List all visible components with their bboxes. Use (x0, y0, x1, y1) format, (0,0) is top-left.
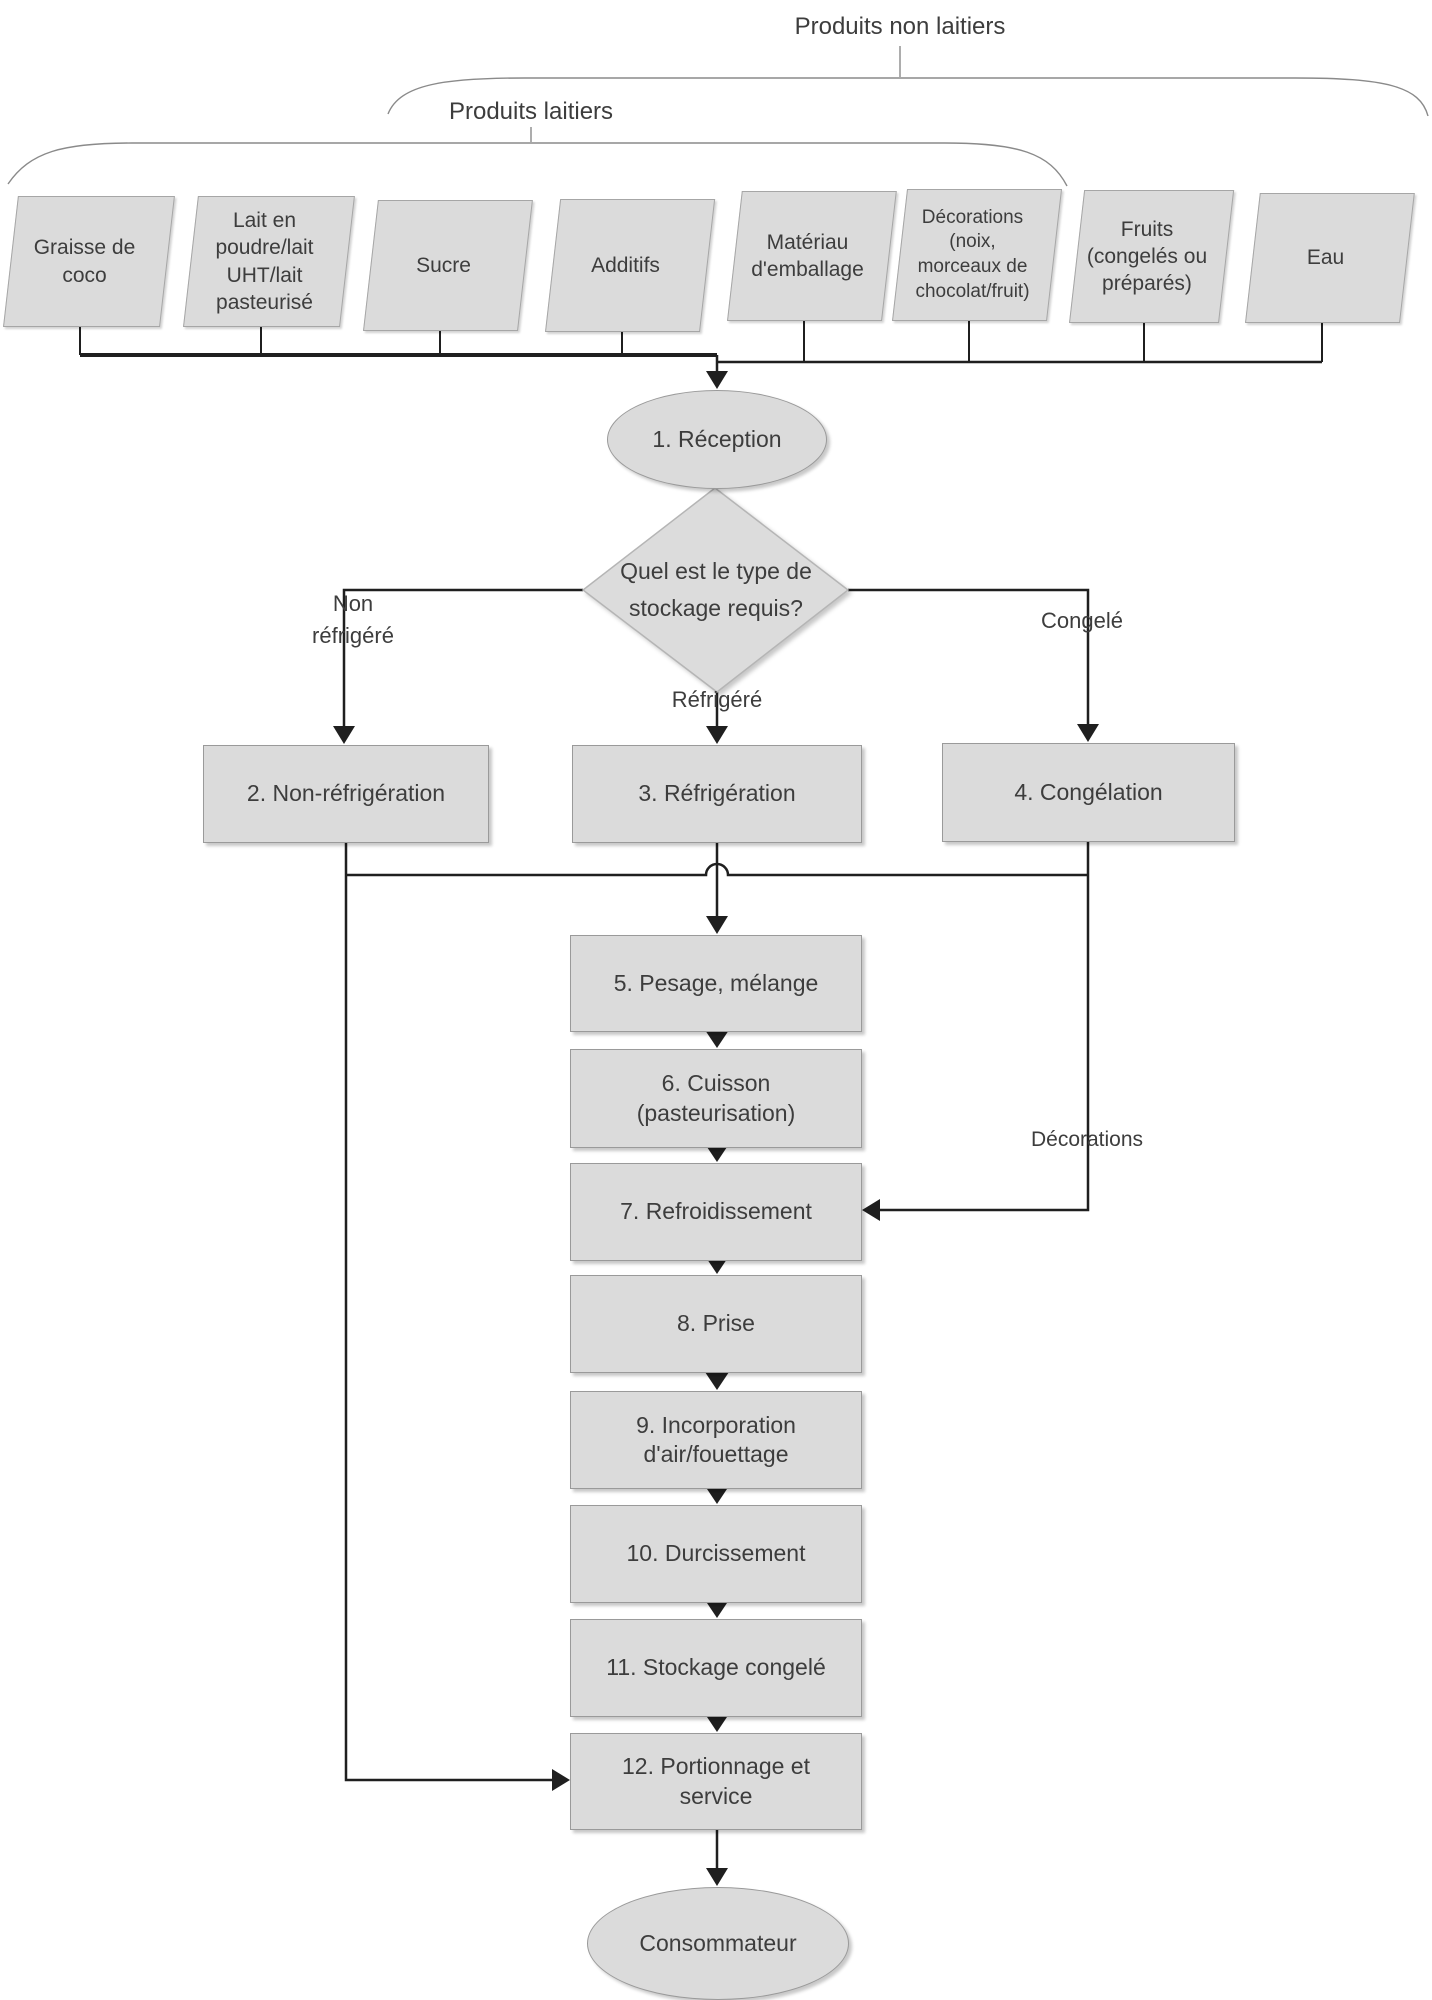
input-label: Décorations (noix, morceaux de chocolat/… (915, 206, 1030, 302)
arrow-into-refroidissement-right (862, 1199, 880, 1221)
dairy-brace (7, 142, 1068, 187)
edge-label-non-refrigere: Non réfrigéré (312, 591, 394, 648)
arrow-into-cuisson (705, 1030, 729, 1048)
congelation-rail (879, 840, 1090, 1212)
input-box-fruits: Fruits (congelés ou préparés) (1069, 190, 1235, 323)
arrow-into-durcissement (705, 1486, 729, 1504)
decision-to-congelation (848, 588, 1090, 725)
edge-label-refrigere: Réfrigéré (671, 687, 763, 712)
input-label: Lait en poudre/lait UHT/lait pasteurisé (215, 208, 314, 314)
input-label: Graisse de coco (33, 236, 136, 287)
input-label: Additifs (591, 253, 660, 277)
input-box-sucre: Sucre (363, 200, 533, 331)
flow-lines (342, 588, 1090, 1869)
non-dairy-group-label: Produits non laitiers (794, 13, 1006, 40)
arrow-into-incorporation (705, 1372, 729, 1390)
arrow-into-reception (706, 371, 728, 389)
step-prise: 8. Prise (570, 1275, 862, 1373)
input-stub-lines (79, 321, 1323, 362)
decision-to-non-refrigeration (342, 588, 583, 727)
dairy-group-label: Produits laitiers (448, 98, 614, 125)
input-label: Fruits (congelés ou préparés) (1086, 217, 1208, 296)
arrow-into-consumer (706, 1868, 728, 1886)
input-box-lait: Lait en poudre/lait UHT/lait pasteurisé (183, 196, 355, 327)
non-refrigeration-rail (344, 841, 553, 1782)
consumer-terminal: Consommateur (587, 1887, 849, 2000)
non-dairy-brace (387, 77, 1429, 117)
arrow-into-non-refrigeration (333, 726, 355, 744)
decision-question: Quel est le type de stockage requis? (620, 558, 812, 621)
step-stockage-congele: 11. Stockage congelé (570, 1619, 862, 1717)
arrow-into-refrigeration (706, 726, 728, 744)
input-label: Sucre (416, 253, 471, 277)
input-box-graisse-de-coco: Graisse de coco (3, 196, 175, 327)
group-braces (7, 46, 1429, 187)
arrow-into-portionnage (705, 1714, 729, 1732)
edge-label-decorations: Décorations (1030, 1128, 1144, 1151)
arrow-into-portionnage-left (552, 1769, 570, 1791)
arrow-into-pesage (706, 916, 728, 934)
step-pesage-melange: 5. Pesage, mélange (570, 935, 862, 1032)
input-box-decorations: Décorations (noix, morceaux de chocolat/… (892, 189, 1063, 321)
step-incorporation-air: 9. Incorporation d'air/fouettage (570, 1391, 862, 1489)
input-box-materiau-emballage: Matériau d'emballage (727, 191, 897, 321)
step-reception: 1. Réception (607, 390, 827, 489)
step-refrigeration: 3. Réfrigération (572, 745, 862, 843)
edge-label-congele: Congelé (1041, 608, 1123, 633)
step-cuisson: 6. Cuisson (pasteurisation) (570, 1049, 862, 1148)
arrow-into-stockage (705, 1600, 729, 1618)
input-label: Matériau d'emballage (751, 230, 864, 281)
step-refroidissement: 7. Refroidissement (570, 1163, 862, 1261)
merge-line-with-hop (346, 862, 1088, 877)
arrow-into-congelation (1077, 724, 1099, 742)
arrow-into-refroidissement (705, 1144, 729, 1162)
step-portionnage-service: 12. Portionnage et service (570, 1733, 862, 1830)
input-label: Eau (1306, 246, 1345, 270)
input-box-eau: Eau (1245, 193, 1415, 323)
step-congelation: 4. Congélation (942, 743, 1235, 842)
step-non-refrigeration: 2. Non-réfrigération (203, 745, 489, 843)
step-durcissement: 10. Durcissement (570, 1505, 862, 1603)
collector-bus (80, 353, 1322, 372)
input-box-additifs: Additifs (545, 199, 716, 332)
decision-diamond-shape (581, 487, 850, 693)
